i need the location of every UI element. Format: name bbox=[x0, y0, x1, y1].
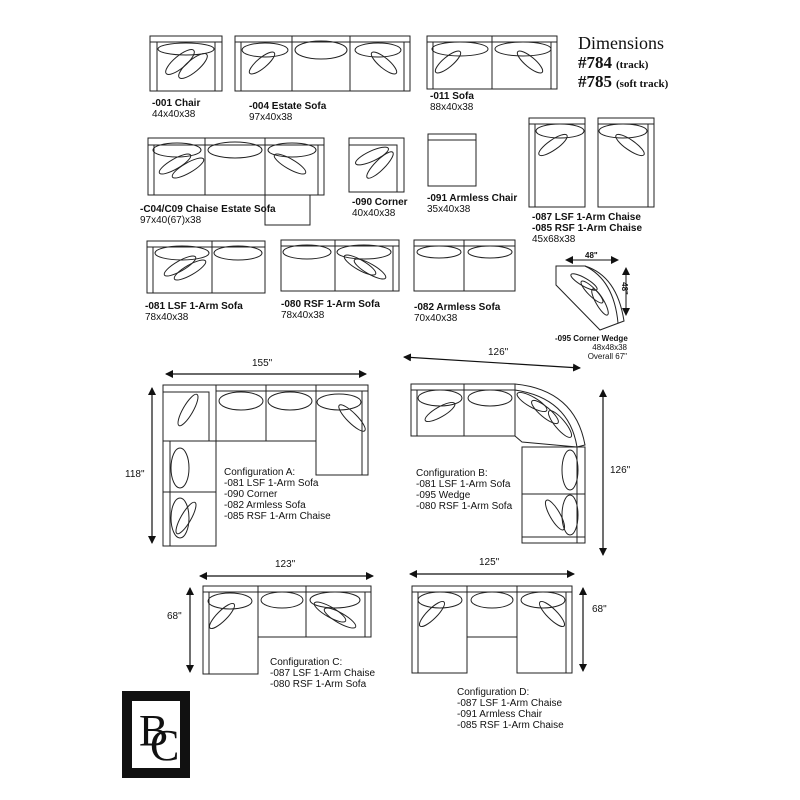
armless-chair-091-drawing bbox=[427, 133, 477, 187]
configuration-a-drawing bbox=[162, 384, 369, 547]
estate-sofa-004-drawing bbox=[234, 35, 411, 92]
corner-090-drawing bbox=[348, 137, 405, 193]
configuration-c-width: 123" bbox=[275, 559, 296, 570]
model-soft-number: #785 bbox=[578, 72, 612, 91]
rsf-chaise-085-drawing bbox=[597, 117, 655, 208]
configuration-c-drawing bbox=[202, 585, 372, 675]
configuration-c-depth: 68" bbox=[167, 611, 182, 622]
piece-label-chaise-pair: -087 LSF 1-Arm Chaise-085 RSF 1-Arm Chai… bbox=[532, 212, 643, 245]
model-track-number: #784 bbox=[578, 53, 612, 72]
configuration-d-width: 125" bbox=[479, 557, 500, 568]
model-track: #784 (track) bbox=[578, 53, 648, 73]
chaise-estate-sofa-drawing bbox=[147, 137, 325, 226]
page-title: Dimensions bbox=[578, 33, 665, 53]
wedge-side-dimension: 48" bbox=[619, 282, 629, 295]
configuration-b-depth: 126" bbox=[610, 465, 631, 476]
brand-logo: B C bbox=[122, 691, 190, 778]
chair-001-drawing bbox=[149, 35, 223, 92]
model-track-note: (track) bbox=[616, 59, 649, 71]
svg-text:C: C bbox=[150, 721, 179, 770]
sofa-011-drawing bbox=[426, 35, 558, 90]
configuration-b-label: Configuration B: -081 LSF 1-Arm Sofa -09… bbox=[416, 468, 513, 512]
model-soft: #785 (soft track) bbox=[578, 72, 668, 92]
configuration-b-width: 126" bbox=[488, 347, 509, 358]
configuration-a-depth: 118" bbox=[125, 469, 145, 480]
svg-text:B: B bbox=[139, 706, 168, 755]
configuration-a-label: Configuration A: -081 LSF 1-Arm Sofa -09… bbox=[224, 467, 331, 522]
wedge-top-dimension: 48" bbox=[585, 251, 598, 260]
configuration-d-label: Configuration D: -087 LSF 1-Arm Chaise -… bbox=[457, 687, 564, 731]
configuration-d-drawing bbox=[411, 585, 573, 674]
lsf-sofa-081-drawing bbox=[146, 240, 266, 294]
corner-wedge-095-drawing bbox=[555, 265, 625, 331]
rsf-sofa-080-drawing bbox=[280, 239, 400, 292]
lsf-chaise-087-drawing bbox=[528, 117, 586, 208]
configuration-d-depth: 68" bbox=[592, 604, 607, 615]
model-soft-note: (soft track) bbox=[616, 78, 669, 90]
armless-sofa-082-drawing bbox=[413, 239, 516, 292]
configuration-b-drawing bbox=[410, 383, 586, 544]
configuration-c-label: Configuration C: -087 LSF 1-Arm Chaise -… bbox=[270, 657, 376, 690]
configuration-a-width: 155" bbox=[252, 358, 273, 369]
